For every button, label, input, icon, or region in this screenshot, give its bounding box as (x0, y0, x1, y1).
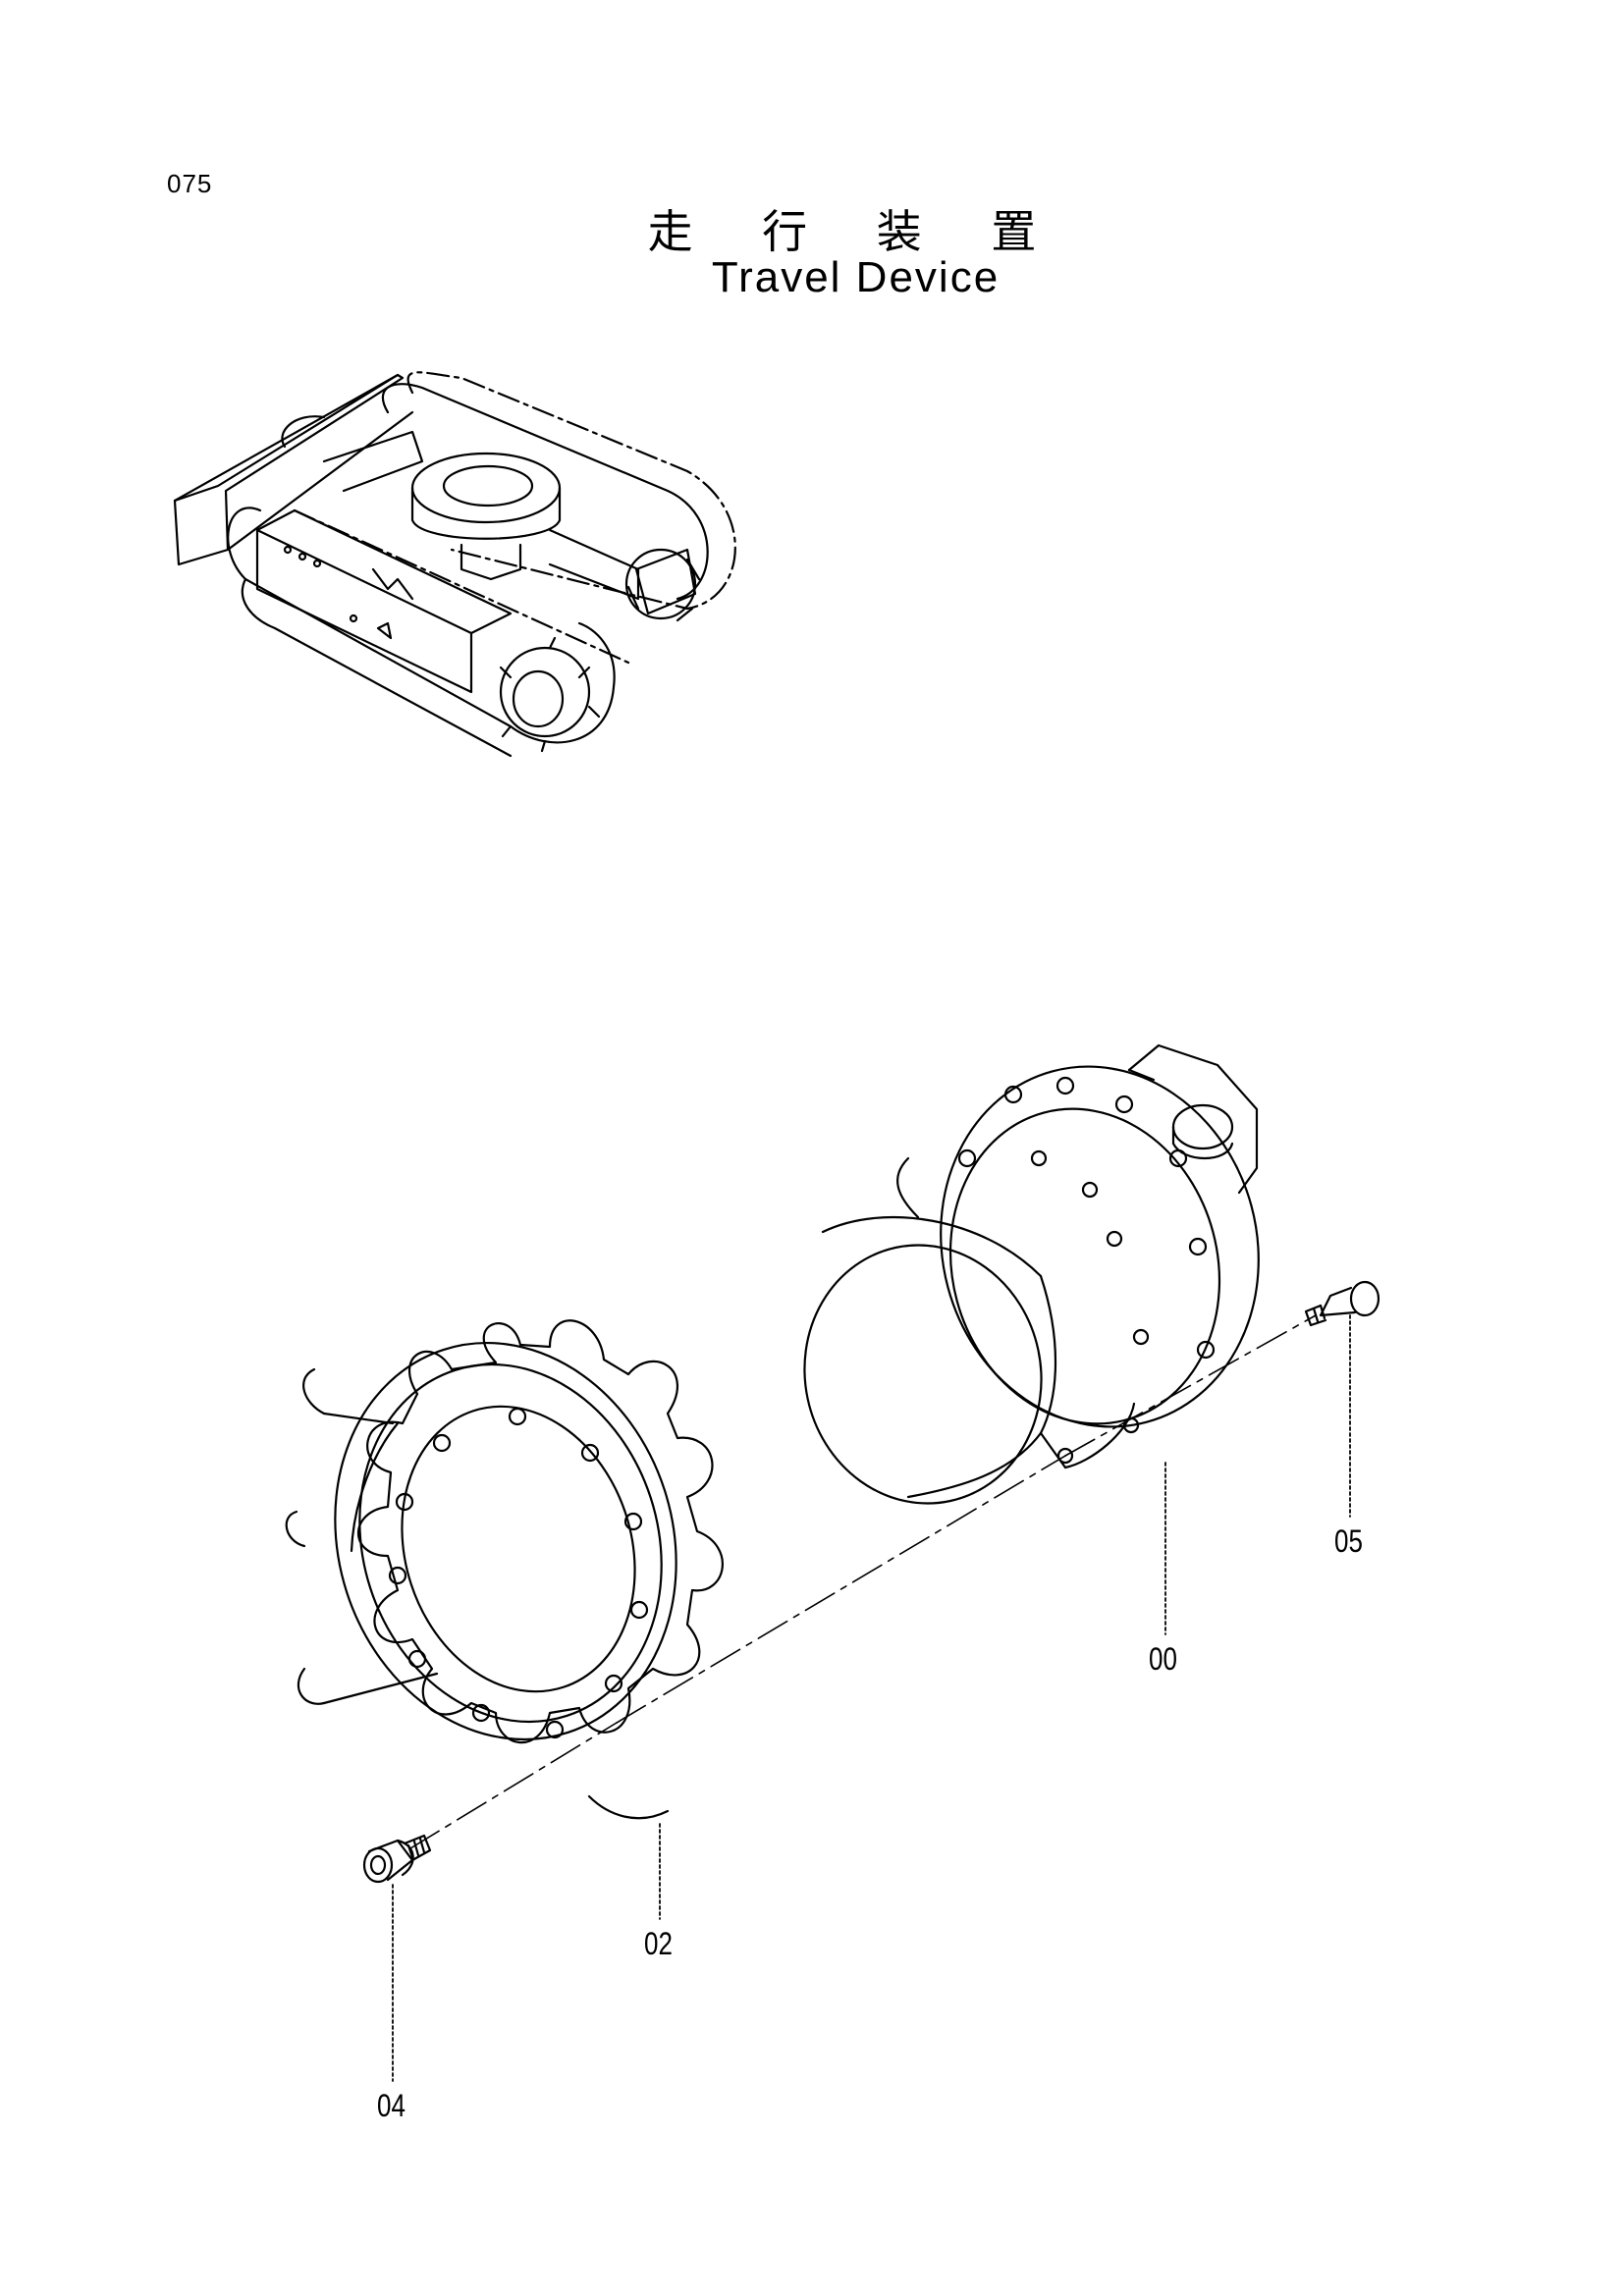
callout-05: 05 (1334, 1522, 1363, 1560)
page-number: 075 (167, 169, 213, 198)
bolt-05-drawing (1304, 1280, 1380, 1327)
leader-lines (392, 1314, 1351, 2082)
title-japanese: 走 行 装 置 (647, 205, 1064, 258)
undercarriage-overview (173, 371, 736, 758)
travel-motor-drawing (803, 1043, 1260, 1505)
bolt-04-drawing (362, 1834, 432, 1884)
callout-02: 02 (644, 1925, 673, 1962)
sprocket-drawing (285, 1319, 724, 1820)
callout-04: 04 (377, 2087, 406, 2124)
centre-lines (409, 1314, 1317, 1849)
callout-00: 00 (1149, 1640, 1177, 1678)
title-english: Travel Device (711, 253, 1001, 301)
